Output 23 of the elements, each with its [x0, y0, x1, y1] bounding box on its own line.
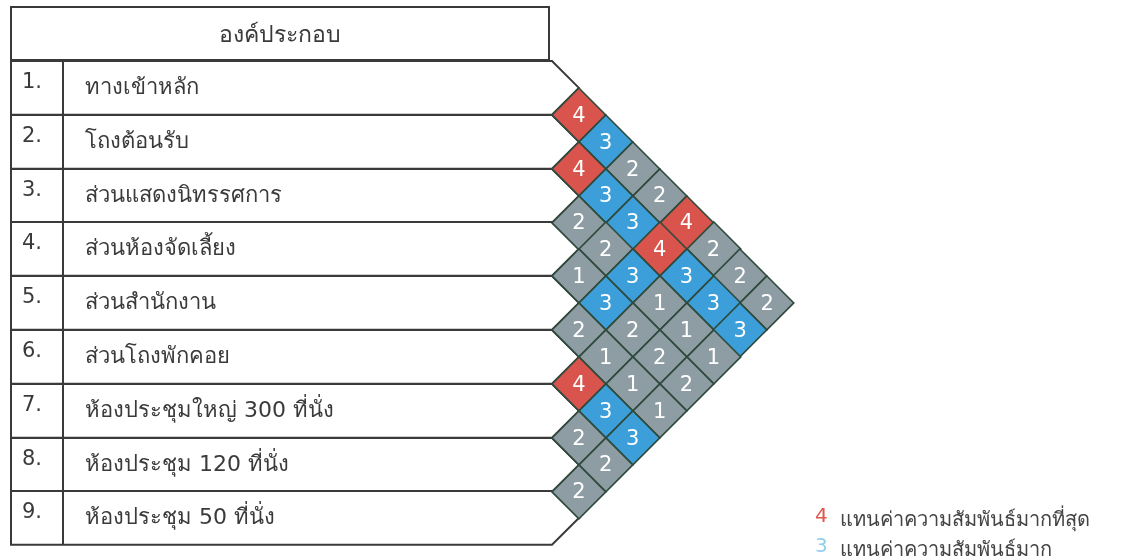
row-label: ส่วนห้องจัดเลี้ยง	[85, 230, 236, 266]
row-label: ส่วนโถงพักคอย	[85, 342, 230, 370]
row-number: 7.	[22, 391, 43, 416]
legend-label: แทนค่าความสัมพันธ์มาก	[840, 536, 1052, 560]
row-label: ห้องประชุมใหญ่ 300 ที่นั่ง	[85, 393, 334, 425]
row-number: 4.	[22, 230, 43, 255]
row-number: 9.	[22, 499, 43, 524]
row-number: 3.	[22, 176, 43, 201]
legend-swatch: 4	[815, 503, 828, 527]
row-label: ส่วนสำนักงาน	[85, 288, 216, 317]
row-number: 1.	[22, 69, 43, 93]
row-label: ห้องประชุม 120 ที่นั่ง	[85, 447, 289, 479]
row-number: 8.	[22, 445, 43, 470]
row-number: 5.	[22, 284, 43, 309]
row-label: ส่วนแสดงนิทรรศการ	[85, 180, 282, 209]
row-number: 6.	[22, 338, 43, 362]
legend-label: แทนค่าความสัมพันธ์มากที่สุด	[840, 504, 1090, 534]
legend-swatch: 3	[815, 533, 828, 557]
row-label: ห้องประชุม 50 ที่นั่ง	[85, 499, 275, 535]
row-label: ทางเข้าหลัก	[85, 73, 199, 101]
table-header: องค์ประกอบ	[10, 6, 550, 61]
row-number: 2.	[22, 122, 43, 147]
row-label: โถงต้อนรับ	[85, 126, 189, 155]
